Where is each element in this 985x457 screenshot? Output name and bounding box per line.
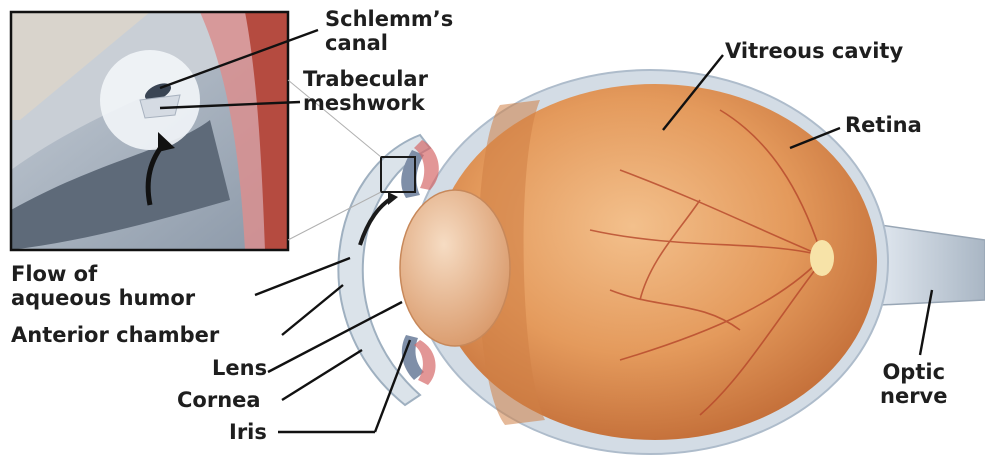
trabecular-detail-inset	[11, 12, 288, 250]
label-anterior-chamber: Anterior chamber	[11, 323, 219, 347]
label-flow-line1: Flow of	[11, 262, 195, 286]
label-schlemms-canal-line1: Schlemm’s	[325, 7, 453, 31]
label-optic-nerve-line2: nerve	[880, 384, 947, 408]
optic-disc-shape	[810, 240, 834, 276]
label-trabecular-meshwork-line2: meshwork	[303, 91, 428, 115]
label-schlemms-canal: Schlemm’s canal	[325, 7, 453, 55]
label-flow-line2: aqueous humor	[11, 286, 195, 310]
label-optic-nerve-line1: Optic	[880, 360, 947, 384]
aqueous-flow-arrowhead	[388, 192, 398, 205]
label-trabecular-meshwork-line1: Trabecular	[303, 67, 428, 91]
label-optic-nerve: Optic nerve	[880, 360, 947, 408]
label-retina: Retina	[845, 113, 922, 137]
label-cornea: Cornea	[177, 388, 261, 412]
label-flow-of-aqueous-humor: Flow of aqueous humor	[11, 262, 195, 310]
label-trabecular-meshwork: Trabecular meshwork	[303, 67, 428, 115]
lens-shape	[400, 190, 510, 346]
label-schlemms-canal-line2: canal	[325, 31, 453, 55]
label-lens: Lens	[212, 356, 267, 380]
label-iris: Iris	[229, 420, 267, 444]
label-vitreous-cavity: Vitreous cavity	[725, 39, 903, 63]
